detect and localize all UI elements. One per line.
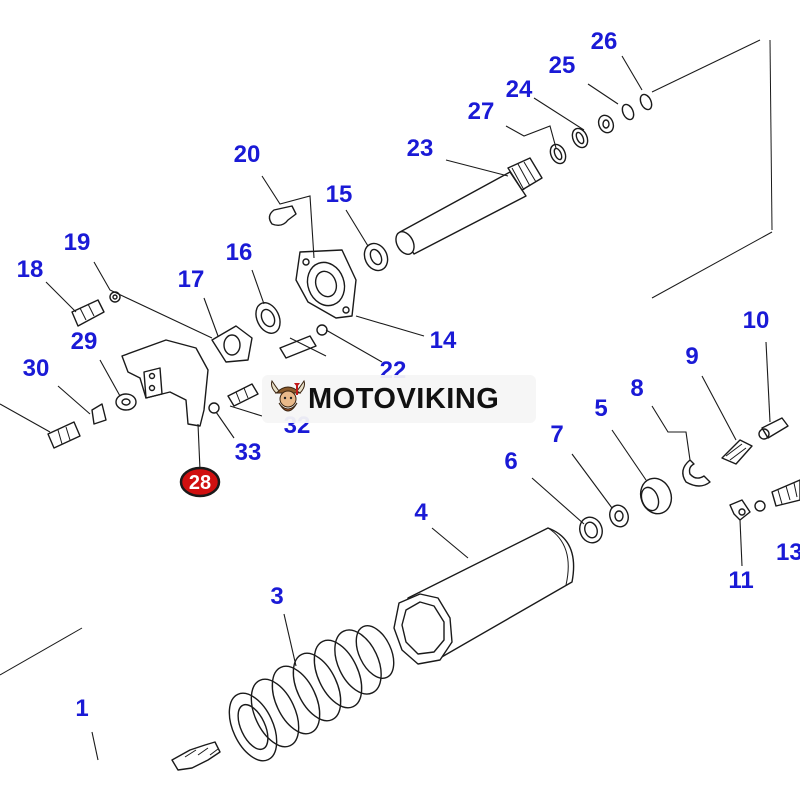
part-33-washer	[208, 402, 220, 414]
highlight-badge-label: 28	[189, 472, 211, 494]
leader-lines	[0, 55, 771, 761]
part-28-bracket	[121, 339, 209, 427]
callout-16: 16	[226, 239, 253, 266]
part-24-ring	[571, 127, 589, 149]
callout-4: 4	[414, 499, 428, 526]
part-11-plate	[729, 499, 751, 521]
callout-30: 30	[23, 355, 50, 382]
part-10-nipple	[758, 417, 789, 440]
callout-19: 19	[64, 229, 91, 256]
callout-9: 9	[685, 343, 698, 370]
callout-3: 3	[270, 583, 283, 610]
part-31-bolt	[47, 421, 81, 449]
part-5-collar	[639, 477, 673, 515]
part-1-spring-end	[171, 741, 221, 771]
highlight-callout-28: 28	[179, 466, 221, 498]
viking-helmet-icon	[271, 379, 305, 412]
part-14-housing	[295, 249, 357, 319]
watermark-text: MOTOVIKING	[308, 382, 500, 415]
highlight-badge	[179, 466, 221, 498]
watermark: MOTOVIKING	[262, 375, 536, 423]
callout-25: 25	[549, 52, 576, 79]
part-3-coil-spring	[228, 625, 395, 762]
part-16-seal	[255, 302, 281, 334]
part-7-nut	[609, 504, 629, 528]
part-32-bolt	[227, 383, 259, 407]
part-29-washer	[115, 393, 137, 411]
callout-13: 13	[776, 539, 800, 566]
callout-8: 8	[630, 375, 643, 402]
part-13-bolt	[754, 479, 800, 512]
part-9-fitting	[721, 439, 753, 465]
callout-7: 7	[550, 421, 563, 448]
part-17-plate	[211, 325, 253, 363]
callout-29: 29	[71, 328, 98, 355]
callout-18: 18	[17, 256, 44, 283]
callout-20: 20	[234, 141, 261, 168]
part-27-ring	[549, 143, 567, 165]
part-23-rod	[395, 157, 543, 255]
callout-10: 10	[743, 307, 770, 334]
callout-6: 6	[504, 448, 517, 475]
part-6-ring	[579, 516, 603, 544]
part-15-bearing	[363, 242, 389, 272]
part-4-cylinder	[393, 527, 575, 665]
callout-17: 17	[178, 266, 205, 293]
part-8-clip	[682, 459, 711, 487]
callout-24: 24	[506, 76, 533, 103]
part-18-bolt	[71, 299, 105, 327]
frame-lines	[0, 39, 773, 676]
callout-labels: 1 3 4 5 6 7 8 9 10 11 13 14 15 16 17 18 …	[17, 28, 800, 722]
part-25-nut	[597, 114, 615, 134]
callout-1: 1	[75, 695, 88, 722]
part-20-clip	[268, 205, 297, 227]
part-22-bolt	[279, 324, 328, 359]
part-26-ring	[621, 93, 653, 121]
callout-23: 23	[407, 135, 434, 162]
callout-33: 33	[235, 439, 262, 466]
callout-26: 26	[591, 28, 618, 55]
callout-5: 5	[594, 395, 607, 422]
callout-14: 14	[430, 327, 457, 354]
part-30-clip	[91, 403, 107, 425]
callout-11: 11	[728, 567, 753, 594]
callout-27: 27	[468, 98, 495, 125]
callout-15: 15	[326, 181, 353, 208]
